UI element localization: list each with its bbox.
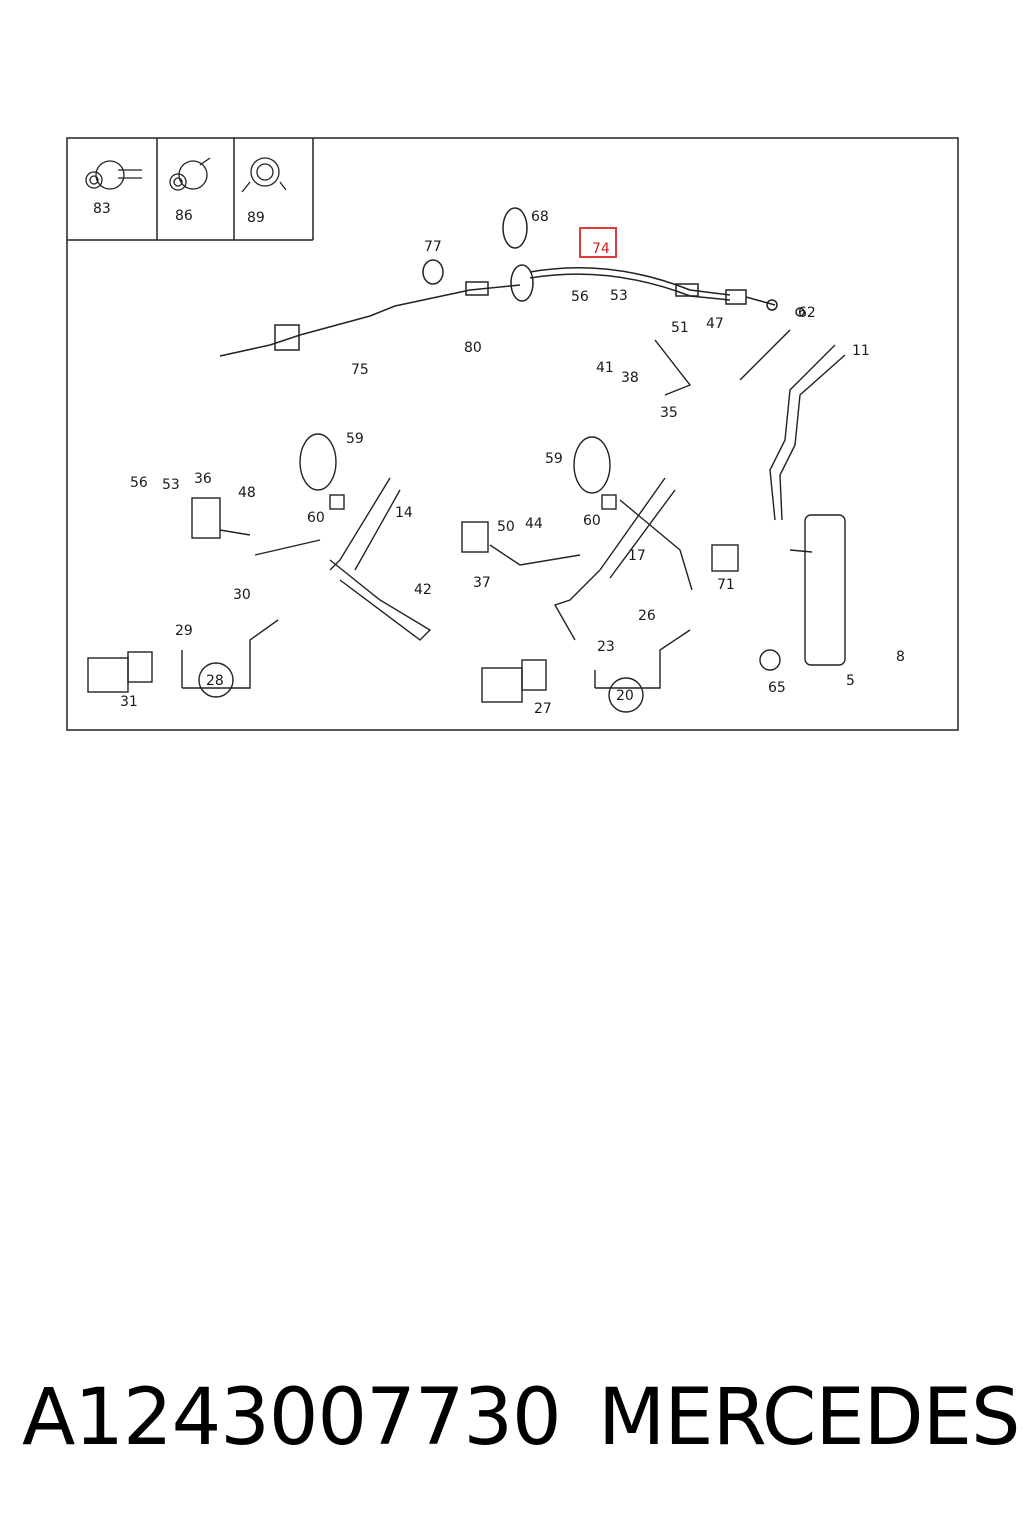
callout-38: 38: [621, 370, 639, 386]
callout-37: 37: [473, 575, 491, 591]
callout-77: 77: [424, 239, 442, 255]
callout-30: 30: [233, 587, 251, 603]
pedal-middle: [553, 436, 693, 641]
callout-51: 51: [671, 320, 689, 336]
hose-clamp-83-drawing: [85, 160, 142, 190]
callout-53-top: 53: [610, 288, 628, 304]
highlight-box: [579, 227, 617, 258]
callout-31: 31: [120, 694, 138, 710]
pedal-right: [769, 344, 846, 666]
circled-ref-20: [608, 677, 644, 713]
pedal-left: [299, 433, 432, 641]
parts-diagram: 83 86 89 68 74 77 56 53 62 11 51 47 80 4…: [0, 0, 1024, 760]
callout-23: 23: [597, 639, 615, 655]
callout-89: 89: [247, 210, 265, 226]
callout-56-left: 56: [130, 475, 148, 491]
callout-14: 14: [395, 505, 413, 521]
inset-boxes: [67, 138, 314, 241]
callout-86: 86: [175, 208, 193, 224]
callout-71: 71: [717, 577, 735, 593]
callout-29: 29: [175, 623, 193, 639]
callout-17: 17: [628, 548, 646, 564]
callout-60-left: 60: [307, 510, 325, 526]
cable-assembly: [219, 207, 805, 381]
callout-59-middle: 59: [545, 451, 563, 467]
callout-59-left: 59: [346, 431, 364, 447]
callout-41: 41: [596, 360, 614, 376]
clip-89-drawing: [241, 157, 287, 193]
hose-clamp-86-drawing: [169, 157, 211, 191]
callout-56-top: 56: [571, 289, 589, 305]
callout-36: 36: [194, 471, 212, 487]
callout-65: 65: [768, 680, 786, 696]
callout-26: 26: [638, 608, 656, 624]
callout-75: 75: [351, 362, 369, 378]
callout-8: 8: [896, 649, 905, 665]
callout-74: 74: [592, 241, 610, 257]
callout-5: 5: [846, 673, 855, 689]
callout-27: 27: [534, 701, 552, 717]
callout-83: 83: [93, 201, 111, 217]
callout-50: 50: [497, 519, 515, 535]
diagram-frame: [66, 137, 959, 731]
callout-20: 20: [616, 688, 634, 704]
footer: A1243007730 MERCEDES: [0, 1370, 1024, 1470]
part-number: A1243007730: [22, 1373, 562, 1463]
callout-68: 68: [531, 209, 549, 225]
parts-diagram-svg: 83 86 89 68 74 77 56 53 62 11 51 47 80 4…: [66, 137, 959, 731]
callout-47: 47: [706, 316, 724, 332]
callout-11: 11: [852, 343, 870, 359]
brackets-and-relays: [87, 339, 781, 703]
callout-53-left: 53: [162, 477, 180, 493]
callout-42: 42: [414, 582, 432, 598]
callout-44: 44: [525, 516, 543, 532]
callout-62: 62: [798, 305, 816, 321]
callout-28: 28: [206, 673, 224, 689]
callout-60-middle: 60: [583, 513, 601, 529]
circled-ref-28: [198, 662, 234, 698]
brand-name: MERCEDES: [598, 1373, 1020, 1463]
callout-35: 35: [660, 405, 678, 421]
callout-48: 48: [238, 485, 256, 501]
callout-80: 80: [464, 340, 482, 356]
